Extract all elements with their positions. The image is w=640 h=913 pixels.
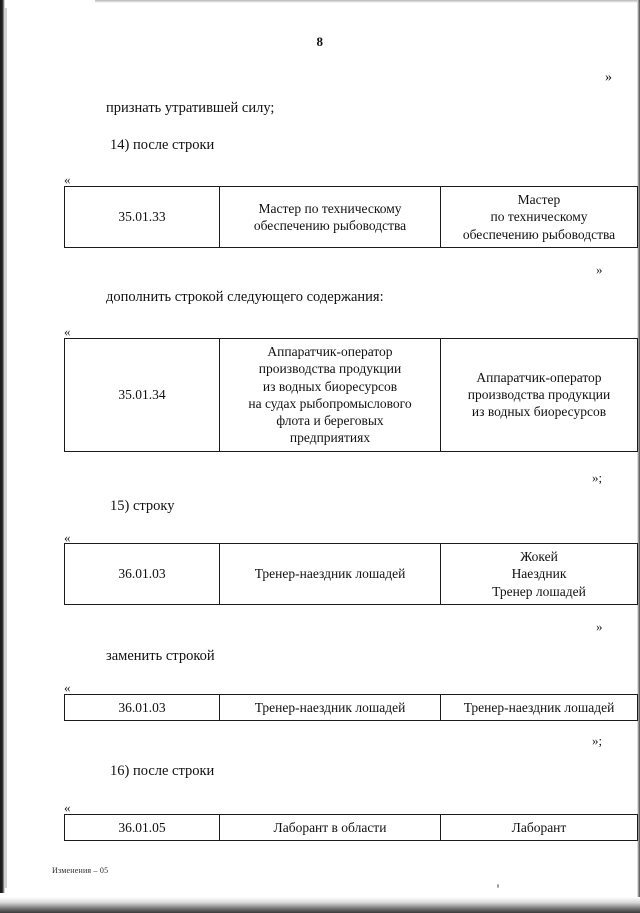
- cell-line: обеспечению рыбоводства: [253, 217, 407, 233]
- cell-new-title: Тренер-наездник лошадей: [440, 693, 638, 722]
- cell-line: на судах рыбопромыслового: [248, 395, 412, 411]
- table-35-01-34: 35.01.34 Аппаратчик-оператор производств…: [64, 338, 638, 452]
- cell-new-title: Аппаратчик-оператор производства продукц…: [440, 338, 638, 452]
- cell-line: Жокей: [520, 549, 558, 564]
- quote-open-table-3: «: [64, 530, 71, 545]
- cell-code: 36.01.05: [64, 813, 220, 842]
- page-number: 8: [316, 34, 324, 49]
- cell-old-title: Аппаратчик-оператор производства продукц…: [219, 338, 441, 452]
- paragraph-item-14: 14) после строки: [110, 137, 215, 153]
- paragraph-item-16: 16) после строки: [110, 763, 215, 779]
- cell-line: по техническому: [490, 209, 588, 225]
- quote-open-table-1: «: [64, 172, 71, 187]
- cell-line: обеспечению рыбоводства: [462, 226, 616, 242]
- cell-new-title: Мастер по техническому обеспечению рыбов…: [440, 186, 638, 248]
- top-closing-quote: »: [605, 70, 612, 85]
- paragraph-dopolnit-strokoy: дополнить строкой следующего содержания:: [106, 289, 384, 305]
- scan-speck: [497, 884, 499, 888]
- scan-edge-left: [0, 0, 5, 893]
- cell-line: Тренер-наездник лошадей: [254, 700, 406, 715]
- table-row: 36.01.03 Тренер-наездник лошадей Жокей Н…: [64, 543, 638, 605]
- cell-line: Тренер-наездник лошадей: [463, 700, 615, 715]
- scan-edge-bottom: [0, 897, 640, 913]
- quote-close-table-4: »;: [592, 733, 603, 748]
- cell-old-title: Тренер-наездник лошадей: [219, 693, 441, 722]
- table-row: 36.01.03 Тренер-наездник лошадей Тренер-…: [64, 693, 638, 722]
- cell-line: флота и береговых: [276, 413, 384, 429]
- quote-close-table-2: »;: [592, 470, 603, 485]
- quote-open-table-5: «: [64, 800, 71, 815]
- cell-old-title: Лаборант в области: [219, 813, 441, 842]
- quote-close-table-1: »: [596, 262, 603, 277]
- cell-old-title: Тренер-наездник лошадей: [219, 543, 441, 605]
- cell-line: из водных биоресурсов: [471, 404, 607, 420]
- footer-note: Изменения – 05: [52, 866, 109, 875]
- cell-code: 36.01.03: [64, 543, 220, 605]
- cell-line: Мастер по техническому: [258, 200, 402, 216]
- quote-close-table-3: »: [596, 619, 603, 634]
- cell-line: Аппаратчик-оператор: [476, 369, 602, 385]
- paragraph-zamenit-strokoy: заменить строкой: [106, 648, 215, 664]
- cell-line: Мастер: [517, 192, 561, 207]
- cell-line: производства продукции: [258, 361, 402, 377]
- scan-edge-top: [95, 0, 640, 3]
- cell-line: Наездник: [511, 566, 567, 582]
- cell-line: Лаборант в области: [273, 820, 387, 835]
- cell-line: Аппаратчик-оператор: [267, 344, 393, 359]
- table-row: 35.01.34 Аппаратчик-оператор производств…: [64, 338, 638, 452]
- cell-line: предприятиях: [289, 430, 371, 446]
- cell-code: 35.01.33: [64, 186, 220, 248]
- cell-line: производства продукции: [467, 387, 611, 403]
- cell-old-title: Мастер по техническому обеспечению рыбов…: [219, 186, 441, 248]
- cell-line: Лаборант: [511, 820, 567, 835]
- cell-line: Тренер-наездник лошадей: [254, 566, 406, 582]
- paragraph-item-15: 15) строку: [110, 498, 175, 514]
- table-36-01-05: 36.01.05 Лаборант в области Лаборант: [64, 813, 638, 842]
- cell-code: 36.01.03: [64, 693, 220, 722]
- table-35-01-33: 35.01.33 Мастер по техническому обеспече…: [64, 186, 638, 248]
- table-row: 35.01.33 Мастер по техническому обеспече…: [64, 186, 638, 248]
- table-36-01-03-old: 36.01.03 Тренер-наездник лошадей Жокей Н…: [64, 543, 638, 605]
- cell-code: 35.01.34: [64, 338, 220, 452]
- quote-open-table-2: «: [64, 324, 71, 339]
- table-row: 36.01.05 Лаборант в области Лаборант: [64, 813, 638, 842]
- cell-new-title: Лаборант: [440, 813, 638, 842]
- quote-open-table-4: «: [64, 680, 71, 695]
- scan-edge-left-inner: [5, 8, 7, 888]
- cell-line: Тренер лошадей: [492, 583, 586, 599]
- cell-line: из водных биоресурсов: [262, 378, 398, 394]
- paragraph-priznat-utrativshey-silu: признать утратившей силу;: [106, 100, 275, 116]
- scan-edge-right: [637, 0, 640, 900]
- cell-new-title: Жокей Наездник Тренер лошадей: [440, 543, 638, 605]
- table-36-01-03-new: 36.01.03 Тренер-наездник лошадей Тренер-…: [64, 693, 638, 722]
